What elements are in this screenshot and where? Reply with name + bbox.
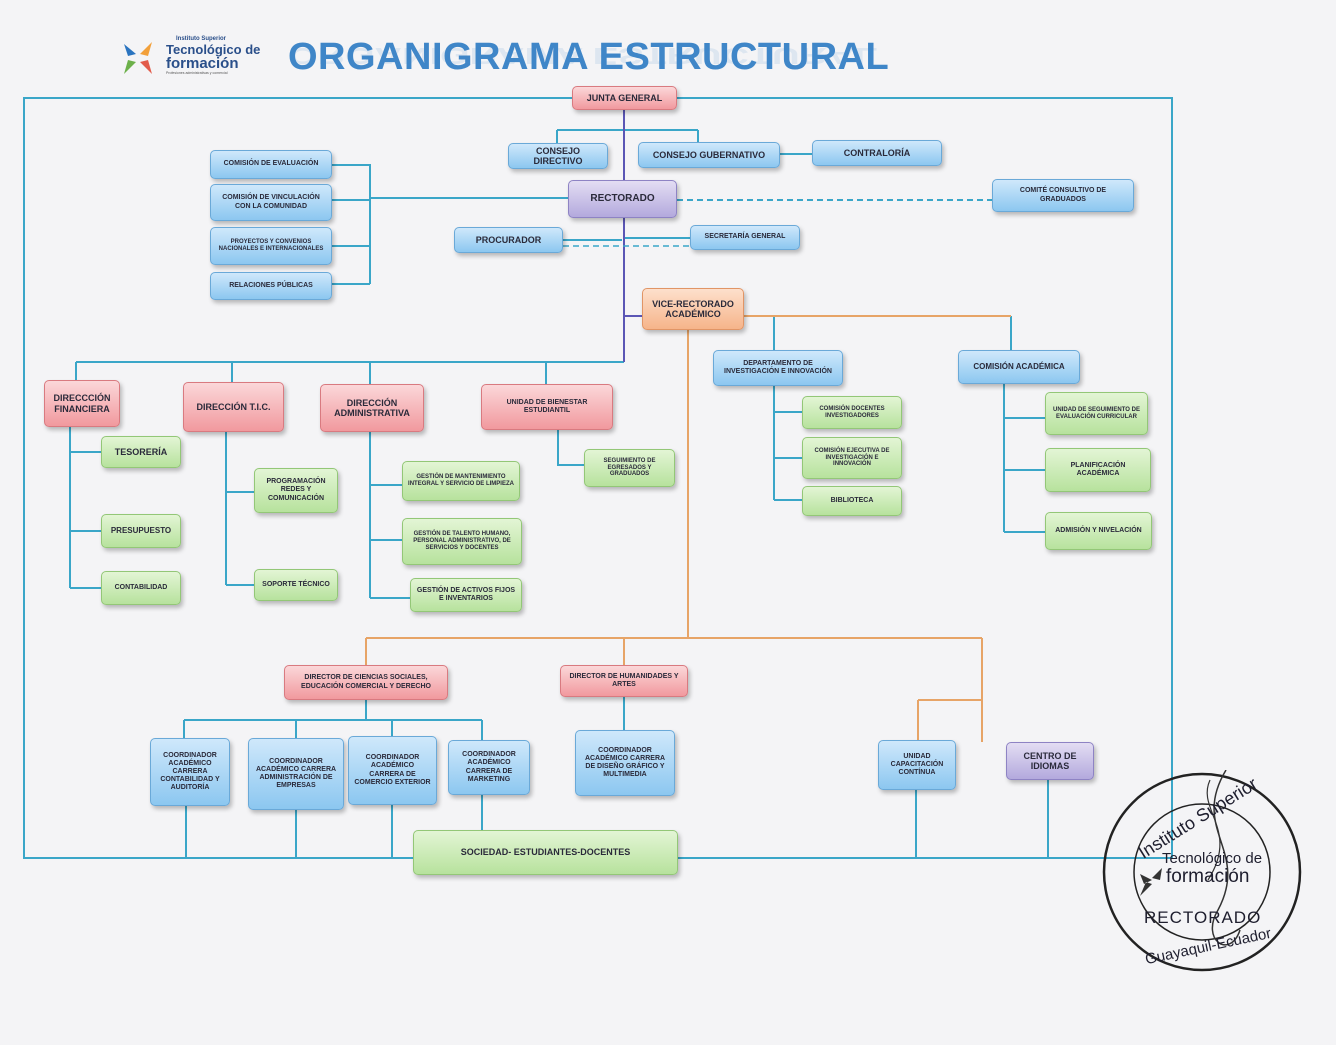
node-coordinador-diseno: COORDINADOR ACADÉMICO CARRERA DE DISEÑO … [575, 730, 675, 796]
node-comision-ejecutiva: COMISIÓN EJECUTIVA DE INVESTIGACIÓN E IN… [802, 437, 902, 479]
node-coordinador-marketing: COORDINADOR ACADÉMICO CARRERA DE MARKETI… [448, 740, 530, 795]
node-vicerrectorado-academico: VICE-RECTORADO ACADÉMICO [642, 288, 744, 330]
node-soporte-tecnico: SOPORTE TÉCNICO [254, 569, 338, 601]
institution-logo: Instituto Superior Tecnológico de formac… [118, 36, 268, 82]
node-consejo-directivo: CONSEJO DIRECTIVO [508, 143, 608, 169]
rectorado-seal: Instituto Superior Tecnológico de formac… [1100, 769, 1305, 975]
node-gestion-mantenimiento: GESTIÓN DE MANTENIMIENTO INTEGRAL Y SERV… [402, 461, 520, 501]
node-director-humanidades: DIRECTOR DE HUMANIDADES Y ARTES [560, 665, 688, 697]
node-biblioteca: BIBLIOTECA [802, 486, 902, 516]
node-centro-idiomas: CENTRO DE IDIOMAS [1006, 742, 1094, 780]
node-presupuesto: PRESUPUESTO [101, 514, 181, 548]
node-consejo-gubernativo: CONSEJO GUBERNATIVO [638, 142, 780, 168]
node-comision-vinculacion: COMISIÓN DE VINCULACIÓN CON LA COMUNIDAD [210, 184, 332, 221]
seal-line-2: formación [1166, 866, 1250, 887]
node-comite-consultivo: COMITÉ CONSULTIVO DE GRADUADOS [992, 179, 1134, 212]
logo-star-icon [124, 42, 152, 74]
node-direccion-tic: DIRECCIÓN T.I.C. [183, 382, 284, 432]
node-departamento-investigacion: DEPARTAMENTO DE INVESTIGACIÓN E INNOVACI… [713, 350, 843, 386]
node-programacion-redes: PROGRAMACIÓN REDES Y COMUNICACIÓN [254, 468, 338, 513]
logo-line-1: Instituto Superior [176, 36, 226, 42]
node-junta-general: JUNTA GENERAL [572, 86, 677, 110]
node-sociedad-estudiantes-docentes: SOCIEDAD- ESTUDIANTES-DOCENTES [413, 830, 678, 875]
node-gestion-activos: GESTIÓN DE ACTIVOS FIJOS E INVENTARIOS [410, 578, 522, 612]
node-coordinador-comercio: COORDINADOR ACADÉMICO CARRERA DE COMERCI… [348, 736, 437, 805]
node-rectorado: RECTORADO [568, 180, 677, 218]
node-comision-evaluacion: COMISIÓN DE EVALUACIÓN [210, 150, 332, 179]
node-proyectos-convenios: PROYECTOS Y CONVENIOS NACIONALES E INTER… [210, 227, 332, 265]
node-planificacion-academica: PLANIFICACIÓN ACADÉMICA [1045, 448, 1151, 492]
node-admision-nivelacion: ADMISIÓN Y NIVELACIÓN [1045, 512, 1152, 550]
node-coordinador-administracion: COORDINADOR ACADÉMICO CARRERA ADMINISTRA… [248, 738, 344, 810]
page-title: ORGANIGRAMA ESTRUCTURAL [288, 36, 890, 78]
node-direccion-administrativa: DIRECCIÓN ADMINISTRATIVA [320, 384, 424, 432]
node-coordinador-contabilidad: COORDINADOR ACADÉMICO CARRERA CONTABILID… [150, 738, 230, 806]
node-unidad-capacitacion: UNIDAD CAPACITACIÓN CONTÍNUA [878, 740, 956, 790]
node-comision-academica: COMISIÓN ACADÉMICA [958, 350, 1080, 384]
title-reflection: ORGANIGRAMA ESTRUCTURAL [288, 42, 878, 68]
seal-ring-icon [1102, 769, 1302, 972]
seal-line-3: RECTORADO [1144, 908, 1262, 927]
node-unidad-seguimiento-curricular: UNIDAD DE SEGUIMIENTO DE EVALUACIÓN CURR… [1045, 392, 1148, 435]
node-gestion-talento-humano: GESTIÓN DE TALENTO HUMANO, PERSONAL ADMI… [402, 518, 522, 565]
node-procurador: PROCURADOR [454, 227, 563, 253]
node-unidad-bienestar: UNIDAD DE BIENESTAR ESTUDIANTIL [481, 384, 613, 430]
node-secretaria-general: SECRETARÍA GENERAL [690, 225, 800, 250]
node-direccion-financiera: DIRECCCIÓN FINANCIERA [44, 380, 120, 427]
node-relaciones-publicas: RELACIONES PÚBLICAS [210, 272, 332, 300]
node-contraloria: CONTRALORÍA [812, 140, 942, 166]
node-director-ciencias-sociales: DIRECTOR DE CIENCIAS SOCIALES, EDUCACIÓN… [284, 665, 448, 700]
node-comision-docentes: COMISIÓN DOCENTES INVESTIGADORES [802, 396, 902, 429]
logo-line-4: Profesiones administrativas y comercial [166, 71, 228, 75]
node-contabilidad: CONTABILIDAD [101, 571, 181, 605]
node-tesoreria: TESORERÍA [101, 436, 181, 468]
logo-line-2: Tecnológico de [166, 42, 261, 57]
seal-line-1: Tecnológico de [1162, 850, 1263, 867]
node-seguimiento-egresados: SEGUIMIENTO DE EGRESADOS Y GRADUADOS [584, 449, 675, 487]
logo-line-3: formación [166, 55, 239, 72]
